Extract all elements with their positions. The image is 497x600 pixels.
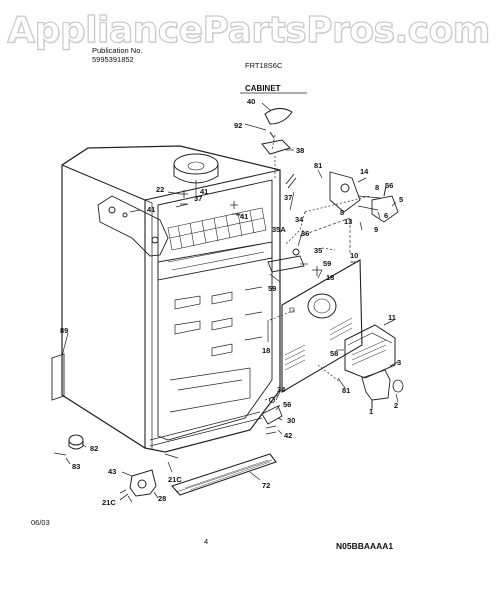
callout-35: 35 (314, 246, 322, 255)
callout-28: 28 (158, 494, 166, 503)
callout-89: 89 (60, 326, 68, 335)
callout-10: 10 (350, 251, 358, 260)
section-title: CABINET (245, 84, 281, 93)
callout-18-top: 18 (326, 273, 334, 282)
callout-21C-top: 21C (168, 475, 182, 484)
callout-42: 42 (284, 431, 292, 440)
callout-56-top: 56 (385, 181, 393, 190)
callout-82: 82 (90, 444, 98, 453)
watermark: AppliancePartsPros.com (7, 9, 491, 51)
callout-1: 1 (369, 407, 373, 416)
callout-2: 2 (394, 401, 398, 410)
callout-38: 38 (296, 146, 304, 155)
callout-92: 92 (234, 121, 242, 130)
callout-6: 6 (384, 211, 388, 220)
callout-14: 14 (360, 167, 369, 176)
callout-labels: 40 92 38 81 14 22 41 37 37 41 8 56 5 6 8… (60, 97, 403, 507)
callout-59-left: 59 (268, 284, 276, 293)
callout-18-bottom: 18 (262, 346, 270, 355)
callout-9: 9 (374, 225, 378, 234)
callout-59-right: 59 (323, 259, 331, 268)
callout-8-top: 8 (375, 183, 379, 192)
callout-36: 36 (301, 229, 309, 238)
page-number: 4 (204, 537, 209, 546)
callout-22: 22 (156, 185, 164, 194)
callout-56-bottom: 56 (283, 400, 291, 409)
revision-date: 06/03 (31, 518, 50, 527)
callout-3: 3 (397, 358, 401, 367)
callout-21C-bottom: 21C (102, 498, 116, 507)
callout-40: 40 (247, 97, 255, 106)
callout-41-left: 41 (147, 205, 155, 214)
callout-81-bottom: 81 (342, 386, 350, 395)
callout-83: 83 (72, 462, 80, 471)
publication-block: Publication No. 5995391852 (92, 46, 142, 64)
callout-13: 13 (344, 217, 352, 226)
callout-37-left: 37 (194, 194, 202, 203)
callout-34-bottom: 34 (277, 385, 286, 394)
model-number: FRT18S6C (245, 61, 283, 70)
callout-34-top: 34 (295, 215, 304, 224)
publication-label: Publication No. (92, 46, 143, 55)
callout-35A: 35A (272, 225, 286, 234)
callout-58: 58 (330, 349, 338, 358)
callout-41-right: 41 (240, 212, 248, 221)
callout-11: 11 (388, 313, 396, 322)
drawing-lines (51, 92, 404, 503)
callout-37-right: 37 (284, 193, 292, 202)
callout-72: 72 (262, 481, 270, 490)
callout-43: 43 (108, 467, 116, 476)
publication-number: 5995391852 (92, 55, 134, 64)
callout-8-mid: 8 (340, 208, 344, 217)
callout-41-top: 41 (200, 187, 208, 196)
callout-81: 81 (314, 161, 322, 170)
diagram-code: N05BBAAAA1 (336, 541, 394, 551)
callout-5: 5 (399, 195, 403, 204)
callout-30: 30 (287, 416, 295, 425)
